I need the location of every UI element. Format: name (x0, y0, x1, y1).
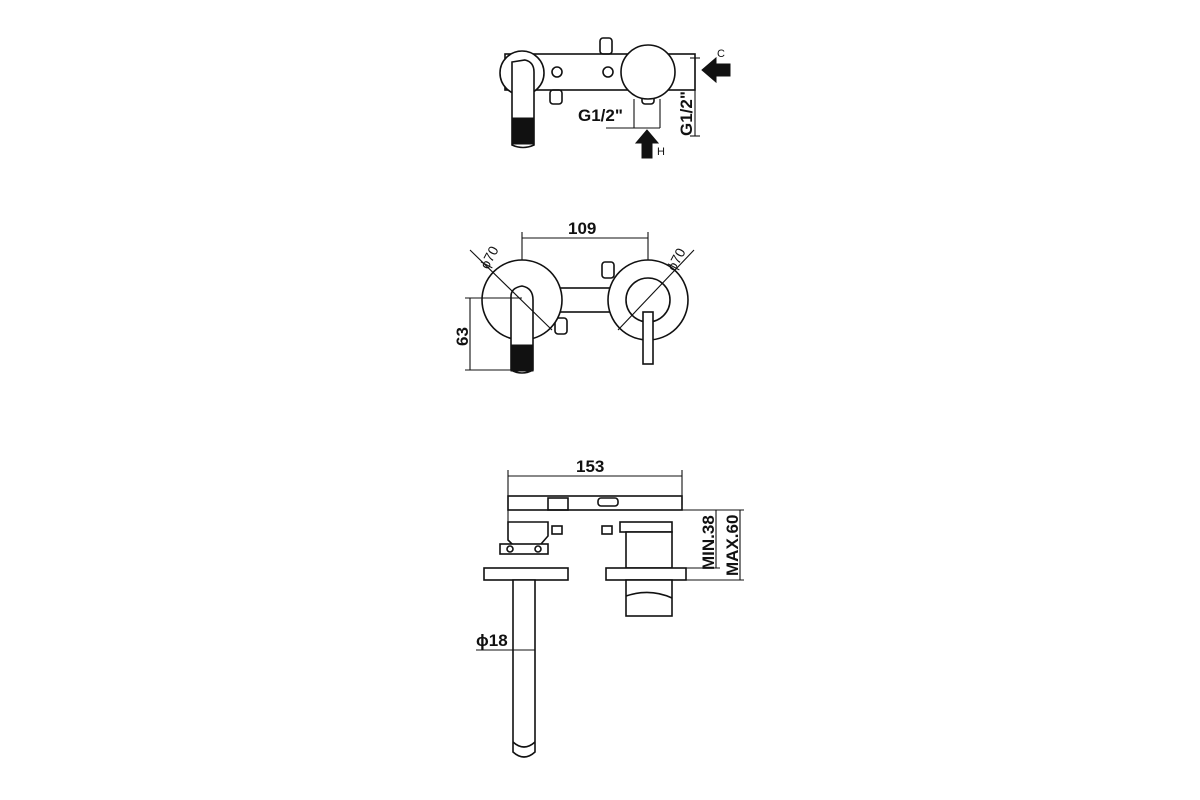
cold-inlet-label: C (717, 48, 725, 60)
front-spout-tip (510, 344, 534, 372)
side-tab-2 (601, 525, 613, 535)
top-view: G1/2" G1/2" C H (499, 37, 731, 159)
side-spout-nut-bolt-1 (506, 545, 514, 553)
top-tab-lower-1 (549, 89, 563, 105)
hot-inlet-label: H (657, 146, 665, 158)
top-spout-tip (511, 117, 535, 145)
cold-inlet-arrow-icon (701, 56, 731, 84)
front-handle-lever (642, 311, 654, 365)
side-spout-rosette (483, 567, 569, 581)
side-handle-curve (625, 591, 673, 599)
top-mount-hole-1 (551, 66, 563, 78)
side-wall-depth-max-label: MAX.60 (723, 515, 742, 576)
side-cartridge-body (625, 531, 673, 569)
front-body-block (554, 287, 616, 313)
side-mixer-rosette (605, 567, 687, 581)
front-left-diameter-leader (469, 249, 553, 331)
top-tab-upper (599, 37, 613, 55)
side-spout-outlet (512, 741, 536, 748)
side-body-block (507, 495, 683, 511)
side-tab-1 (551, 525, 563, 535)
side-wall-depth-min-label: MIN.38 (699, 515, 718, 570)
hot-inlet-arrow-icon (634, 129, 660, 159)
side-overall-length-label: 153 (576, 457, 604, 476)
side-spout-diameter-label: ϕ18 (476, 631, 508, 650)
front-tab-upper (601, 261, 615, 279)
side-spout-nut (499, 543, 549, 555)
side-spout-pipe (512, 579, 536, 758)
side-body-slot-2 (597, 497, 619, 507)
side-handle-body (625, 579, 673, 617)
side-view: 153 ϕ18 MIN.38 MAX.60 (476, 457, 744, 758)
side-spout-nut-bolt-2 (534, 545, 542, 553)
top-thread-label-v: G1/2" (677, 91, 696, 136)
front-spout-height-label: 63 (453, 327, 472, 346)
top-mount-hole-2 (602, 66, 614, 78)
side-body-slot-1 (547, 497, 569, 511)
front-center-distance-label: 109 (568, 219, 596, 238)
side-cartridge-top (619, 521, 673, 533)
front-right-diameter-leader (617, 249, 695, 331)
top-mixer-body (620, 44, 676, 100)
front-view: 109 ϕ70 ϕ70 63 (453, 219, 695, 374)
front-tab-lower (554, 317, 568, 335)
top-thread-label-h: G1/2" (578, 106, 623, 125)
